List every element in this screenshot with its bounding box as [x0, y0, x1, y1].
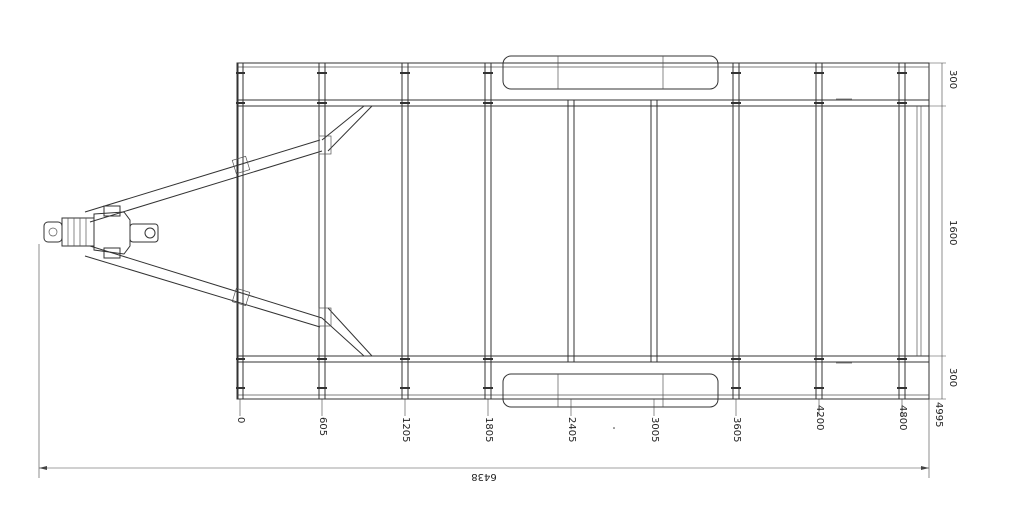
- frame-outline: [236, 62, 930, 400]
- end-station-label: 4995: [933, 402, 944, 427]
- cross-member: [567, 100, 575, 362]
- fender-top: [502, 55, 719, 90]
- overall-length-dimension: [38, 244, 929, 478]
- station-label-605: 605: [317, 417, 328, 436]
- drawbar: [84, 105, 373, 357]
- cross-member: [815, 63, 823, 399]
- station-label-0: 0: [235, 417, 246, 423]
- cross-member: [732, 63, 740, 399]
- station-label-1205: 1205: [400, 417, 411, 442]
- station-label-2405: 2405: [566, 417, 577, 442]
- cross-member: [650, 100, 658, 362]
- cross-members: [237, 63, 906, 399]
- station-label-3605: 3605: [731, 417, 742, 442]
- right-dimensions: [929, 62, 946, 400]
- joint-marks: [236, 72, 907, 389]
- station-label-4200: 4200: [814, 405, 825, 430]
- cross-member: [318, 63, 326, 399]
- cross-member: [237, 63, 244, 399]
- cross-member: [484, 63, 492, 399]
- dim-label-top: 300: [947, 70, 958, 89]
- station-label-3005: 3005: [649, 417, 660, 442]
- station-labels: 0 605 1205 1805 2405 3005 3605 4200 4800…: [235, 402, 944, 442]
- right-dimension-labels: 300 1600 300: [947, 70, 958, 387]
- station-label-1805: 1805: [483, 417, 494, 442]
- station-ticks: [239, 399, 930, 478]
- station-label-4800: 4800: [897, 405, 908, 430]
- dim-label-middle: 1600: [947, 220, 958, 245]
- cross-member: [401, 63, 409, 399]
- dot-mark: [613, 427, 615, 429]
- fender-bottom: [502, 373, 719, 408]
- dim-label-bottom: 300: [947, 368, 958, 387]
- coupling-head: [43, 205, 159, 259]
- cross-member: [898, 63, 906, 399]
- overall-length-label: 6438: [471, 471, 496, 482]
